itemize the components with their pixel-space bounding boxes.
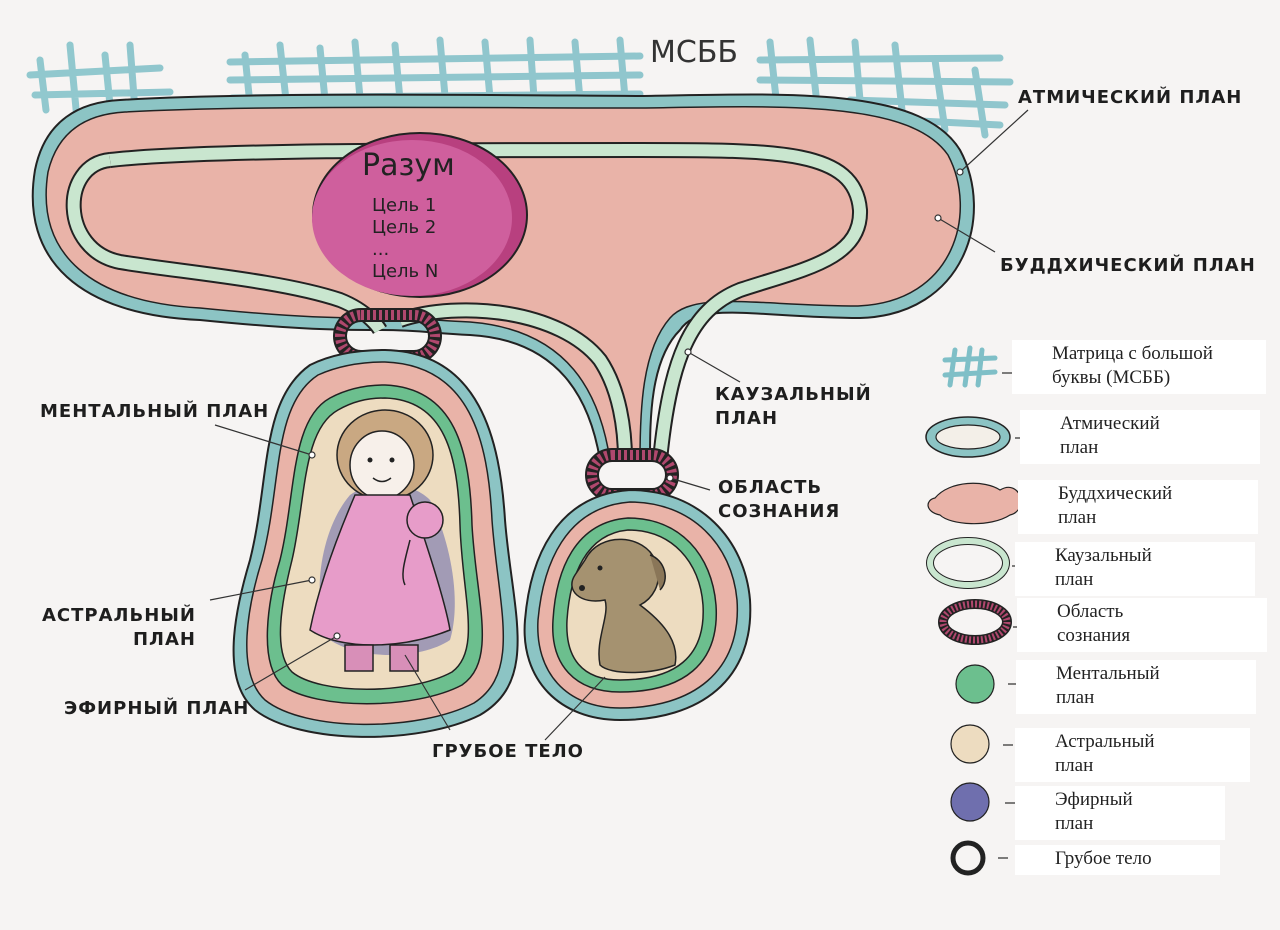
mental-dot-icon bbox=[955, 664, 995, 704]
legend-icons bbox=[925, 345, 1038, 876]
astral-dot-icon bbox=[950, 724, 990, 764]
matrix-grid bbox=[26, 36, 1014, 139]
label-astral-plane: Астральный план bbox=[42, 605, 196, 650]
label-consciousness: Область сознания bbox=[718, 477, 841, 522]
girl-figure bbox=[309, 409, 451, 672]
matrix-abbr: МСББ bbox=[650, 35, 738, 70]
mind-title: Разум bbox=[362, 148, 455, 183]
label-buddhic-plane: Буддхический план bbox=[1000, 255, 1256, 276]
gross-ring-icon bbox=[950, 840, 986, 876]
mind-goal: Цель 1 bbox=[372, 195, 437, 216]
mind-shape bbox=[312, 132, 528, 298]
label-etheric-plane: Эфирный план bbox=[64, 698, 250, 719]
matrix-hash-icon bbox=[942, 345, 998, 388]
label-causal-plane: Каузальный план bbox=[715, 384, 872, 429]
legend-item-gross: Грубое тело bbox=[1015, 845, 1220, 875]
causal-plane-shape bbox=[65, 142, 868, 461]
etheric-dot-icon bbox=[950, 782, 990, 822]
consciousness-ring-right bbox=[585, 448, 679, 502]
label-atmic-plane: Атмический план bbox=[1018, 87, 1243, 108]
mind-goal: Цель 2 bbox=[372, 217, 437, 238]
atmic-ring-icon bbox=[925, 416, 1011, 458]
label-gross-body: Грубое тело bbox=[432, 741, 584, 762]
causal-ring-icon bbox=[926, 537, 1010, 589]
leader-lines bbox=[209, 109, 1029, 741]
consciousness-ring-icon bbox=[938, 599, 1012, 645]
buddhic-blob-icon bbox=[927, 482, 1022, 525]
mind-goals: Цель 1 Цель 2 ... Цель N bbox=[372, 195, 438, 283]
mind-goal: Цель N bbox=[372, 261, 439, 282]
dog-figure bbox=[571, 538, 677, 674]
label-mental-plane: Ментальный план bbox=[40, 401, 270, 422]
atmic-plane-shape bbox=[31, 93, 975, 461]
mind-goal: ... bbox=[372, 239, 390, 260]
